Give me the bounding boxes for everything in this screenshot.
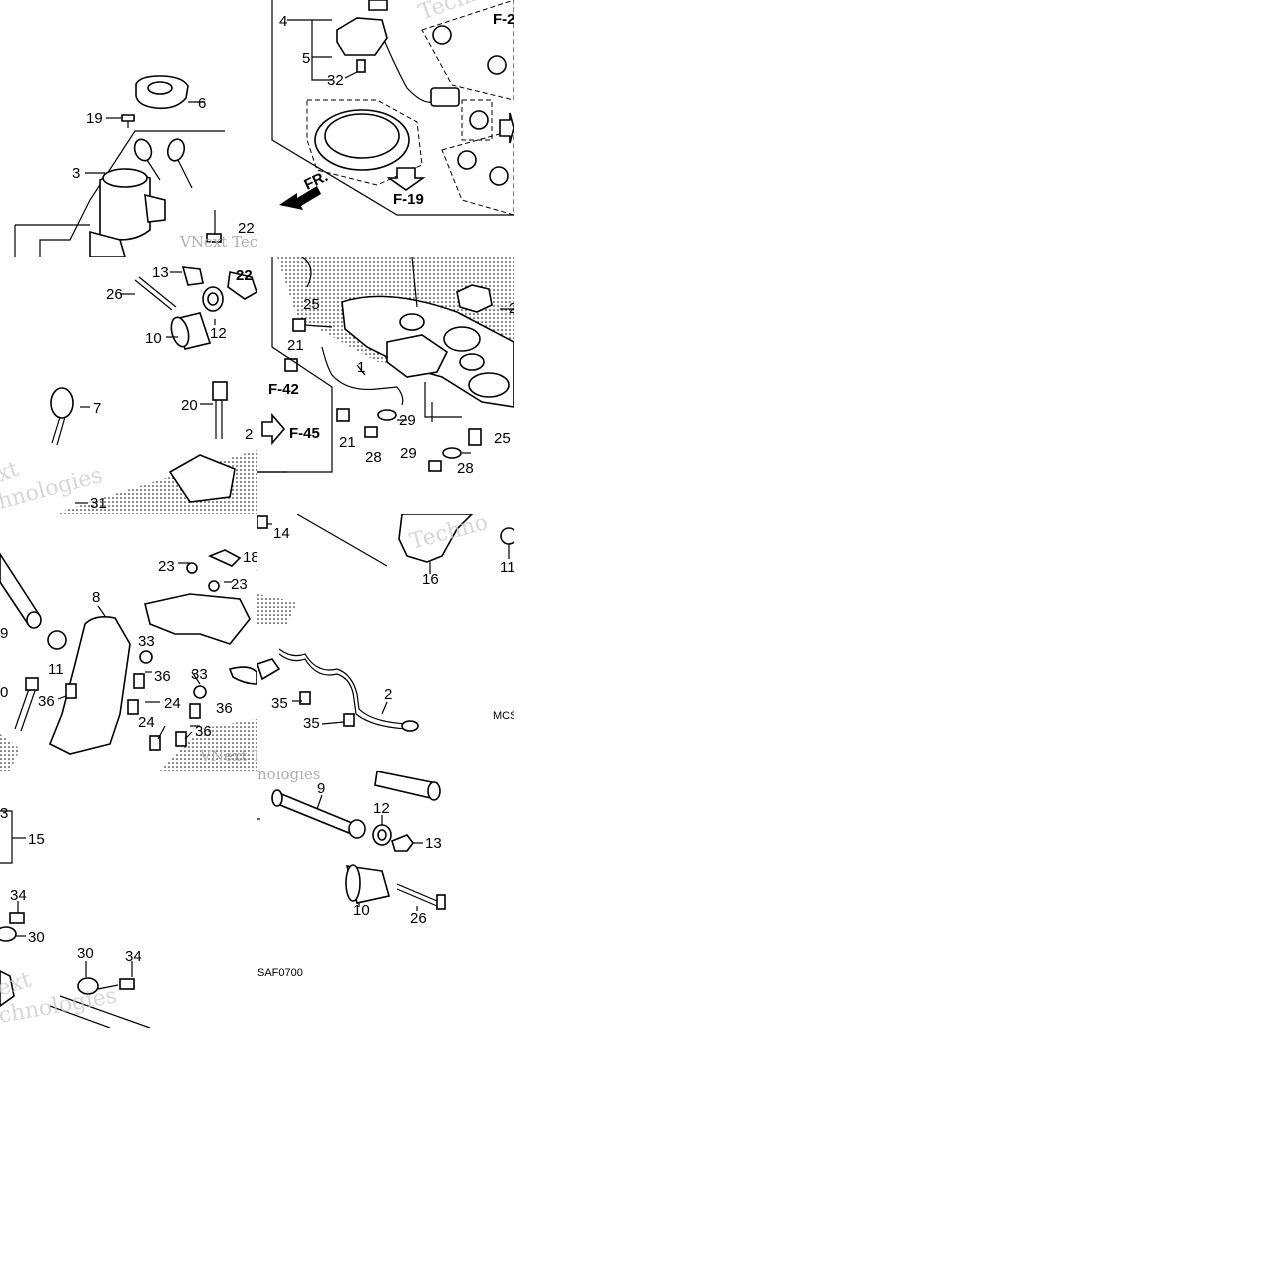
callout-27: 27 (256, 558, 257, 575)
callout-30: 30 (28, 929, 45, 946)
callout-10: 10 (353, 902, 370, 919)
diagram-code-saf0700: SAF0700 (257, 967, 303, 979)
callout-23-b: 23 (231, 576, 248, 593)
callout-29: 29 (399, 412, 416, 429)
callout-34: 34 (10, 887, 27, 904)
callout-32: 32 (327, 72, 344, 89)
tile-frame-bushing: 13 22 26 12 10 7 20 2 31 xt hnologies (0, 257, 257, 514)
callout-2-wire: 2 (384, 686, 392, 703)
callout-0: 0 (0, 684, 8, 701)
callout-5: 5 (302, 50, 310, 67)
callout-17: 17 (256, 620, 257, 637)
callout-13: 13 (152, 264, 169, 281)
callout-22: 22 (238, 220, 255, 237)
callout-9: 9 (317, 780, 325, 797)
callout-14: 14 (273, 525, 290, 542)
callout-26: 26 (410, 910, 427, 927)
callout-22: 22 (236, 267, 253, 284)
callout-34-b: 34 (125, 948, 142, 965)
callout-8: 8 (92, 589, 100, 606)
callout-36-c: 36 (216, 700, 233, 717)
tile-top-bridge: 25 2 21 1 29 21 28 29 28 25 F-42 F-45 (257, 257, 514, 514)
watermark-text: nologies (257, 771, 321, 783)
ref-f-42: F-42 (268, 381, 299, 398)
callout-16: 16 (422, 571, 439, 588)
callout-2: 2 (509, 300, 514, 317)
tile-fork-bracket: 14 16 11 Techno 2 35 35 MCS (257, 514, 514, 771)
handlebar-holder-part (48, 616, 131, 755)
tile-handlebar-holder: 8 9 23 18 23 27 17 33 36 33 11 36 36 24 … (0, 514, 257, 771)
callout-24: 24 (164, 695, 181, 712)
callout-36: 36 (154, 668, 171, 685)
tile-pivot-assembly: 9 12 13 10 26 SAF0700 nologies (257, 771, 514, 1028)
watermark-text: Techno (416, 0, 500, 26)
callout-10: 10 (145, 330, 162, 347)
callout-31: 31 (90, 495, 107, 512)
callout-18: 18 (243, 549, 257, 566)
callout-9: 9 (0, 625, 8, 642)
callout-36-d: 36 (195, 723, 212, 740)
callout-20: 20 (181, 397, 198, 414)
callout-6: 6 (198, 95, 206, 112)
switch-housing-part (336, 17, 388, 56)
callout-29-b: 29 (400, 445, 417, 462)
ref-f-19: F-19 (393, 191, 424, 208)
callout-3: 3 (72, 165, 80, 182)
tile-ignition-switch: 6 19 3 22 VNext Tec (0, 0, 257, 257)
callout-33: 33 (138, 633, 155, 650)
callout-21-b: 21 (339, 434, 356, 451)
callout-13: 13 (425, 835, 442, 852)
callout-11: 11 (48, 661, 64, 678)
callout-36-b: 36 (38, 693, 55, 710)
watermark-text: VNext Tec (199, 747, 257, 765)
callout-7: 7 (93, 400, 101, 417)
callout-11: 11 (500, 559, 514, 576)
diagram-code-mcs: MCS (493, 710, 514, 722)
callout-25: 25 (303, 296, 320, 313)
callout-1: 1 (357, 359, 365, 376)
ref-f-45: F-45 (289, 425, 320, 442)
watermark-line-1: xt (0, 457, 22, 488)
callout-12: 12 (373, 800, 390, 817)
callout-15: 15 (28, 831, 45, 848)
callout-21: 21 (287, 337, 304, 354)
callout-28-b: 28 (457, 460, 474, 477)
callout-25-b: 25 (494, 430, 511, 447)
callout-12: 12 (210, 325, 227, 342)
tile-steering-lock: FR. 4 5 32 F-19 F-2 Techno (257, 0, 514, 257)
callout-23: 23 (158, 558, 175, 575)
callout-33-b: 33 (191, 666, 208, 683)
watermark-line-1: ext (0, 967, 35, 1001)
callout-26: 26 (106, 286, 123, 303)
callout-35-b: 35 (303, 715, 320, 732)
callout-24-b: 24 (138, 714, 155, 731)
callout-30-b: 30 (77, 945, 94, 962)
ref-f-2: F-2 (493, 11, 514, 28)
callout-28: 28 (365, 449, 382, 466)
callout-35: 35 (271, 695, 288, 712)
callout-19: 19 (86, 110, 103, 127)
callout-2: 2 (245, 426, 253, 443)
watermark-text: VNext Tec (179, 233, 257, 251)
tile-cable-clamps: 3 15 34 30 30 34 ext chnologies (0, 771, 257, 1028)
callout-4: 4 (279, 13, 287, 30)
callout-3: 3 (0, 805, 8, 822)
